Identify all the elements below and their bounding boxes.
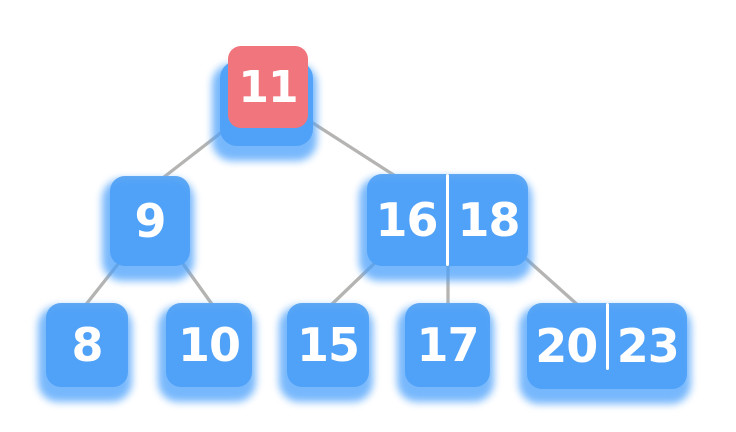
node-key: 18 [457,193,520,247]
tree-node-9: 9 [110,176,190,266]
tree-node-20-23: 20 23 [527,303,687,389]
tree-node-8: 8 [46,303,128,387]
node-key: 17 [416,318,479,372]
node-key: 16 [375,193,438,247]
node-key: 23 [616,319,680,373]
tree-node-16-18: 16 18 [367,174,528,266]
node-key: 20 [535,319,598,373]
key-divider [446,174,449,266]
tree-node-10: 10 [166,303,252,387]
tree-node-11: 11 [228,46,308,128]
node-key: 11 [238,61,298,113]
node-key: 10 [177,318,241,372]
tree-node-15: 15 [287,303,369,387]
node-key: 15 [296,318,360,372]
key-divider [605,303,609,371]
tree-node-17: 17 [405,303,490,387]
node-key: 9 [134,194,166,248]
node-key: 8 [71,318,103,372]
edge-16-18-to-20-23 [521,254,582,309]
edge-11-to-16-18 [300,114,402,181]
